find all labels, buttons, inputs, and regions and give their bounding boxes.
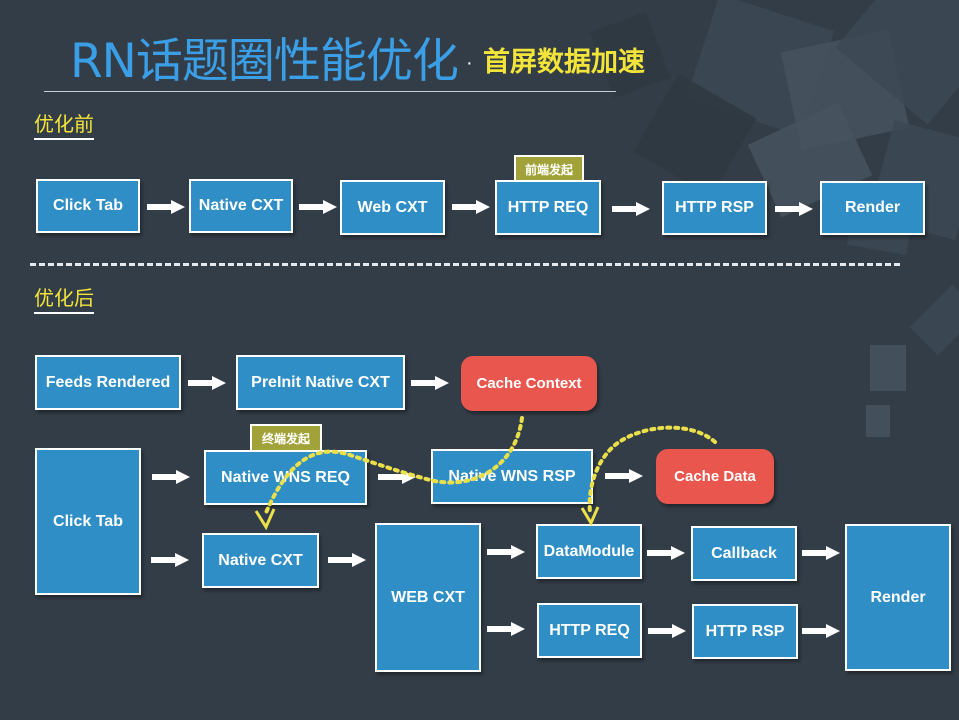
after-callback: Callback (691, 526, 797, 581)
section-label-after: 优化后 (34, 286, 94, 314)
before-step-render: Render (820, 181, 925, 235)
after-data-module: DataModule (536, 524, 642, 579)
before-step-native-cxt: Native CXT (189, 179, 293, 233)
after-native-cxt: Native CXT (202, 533, 319, 588)
before-step-click-tab: Click Tab (36, 179, 140, 233)
page-subtitle: 首屏数据加速 (483, 47, 645, 78)
arrow-right-icon (328, 553, 366, 567)
arrow-right-icon (487, 545, 525, 559)
before-step-web-cxt: Web CXT (340, 180, 445, 235)
arrow-right-icon (647, 546, 685, 560)
arrow-right-icon (802, 546, 840, 560)
after-preinit-native-cxt: PreInit Native CXT (236, 355, 405, 410)
title-divider (44, 91, 616, 92)
arrow-right-icon (605, 469, 643, 483)
arrow-right-icon (775, 202, 813, 216)
arrow-right-icon (188, 376, 226, 390)
after-http-rsp: HTTP RSP (692, 604, 798, 659)
after-cache-data: Cache Data (656, 449, 774, 504)
after-render: Render (845, 524, 951, 671)
after-web-cxt: WEB CXT (375, 523, 481, 672)
after-native-wns-rsp: Native WNS RSP (431, 449, 593, 504)
arrow-right-icon (612, 202, 650, 216)
arrow-right-icon (147, 200, 185, 214)
page-title: RN话题圈性能优化 (70, 34, 459, 89)
title-separator: · (466, 52, 473, 74)
section-divider (30, 263, 900, 266)
arrow-right-icon (378, 470, 416, 484)
arrow-right-icon (299, 200, 337, 214)
before-step-http-rsp: HTTP RSP (662, 181, 767, 235)
before-step-http-req: HTTP REQ (495, 180, 601, 235)
after-native-wns-req: Native WNS REQ (204, 450, 367, 505)
arrow-right-icon (452, 200, 490, 214)
arrow-right-icon (802, 624, 840, 638)
after-click-tab: Click Tab (35, 448, 141, 595)
badge-client-initiated: 终端发起 (250, 424, 322, 450)
section-label-before: 优化前 (34, 112, 94, 140)
badge-frontend-initiated: 前端发起 (514, 155, 584, 181)
arrow-right-icon (411, 376, 449, 390)
arrow-right-icon (487, 622, 525, 636)
after-cache-context: Cache Context (461, 356, 597, 411)
arrow-right-icon (648, 624, 686, 638)
after-feeds-rendered: Feeds Rendered (35, 355, 181, 410)
after-http-req: HTTP REQ (537, 603, 642, 658)
arrow-right-icon (151, 553, 189, 567)
arrow-right-icon (152, 470, 190, 484)
